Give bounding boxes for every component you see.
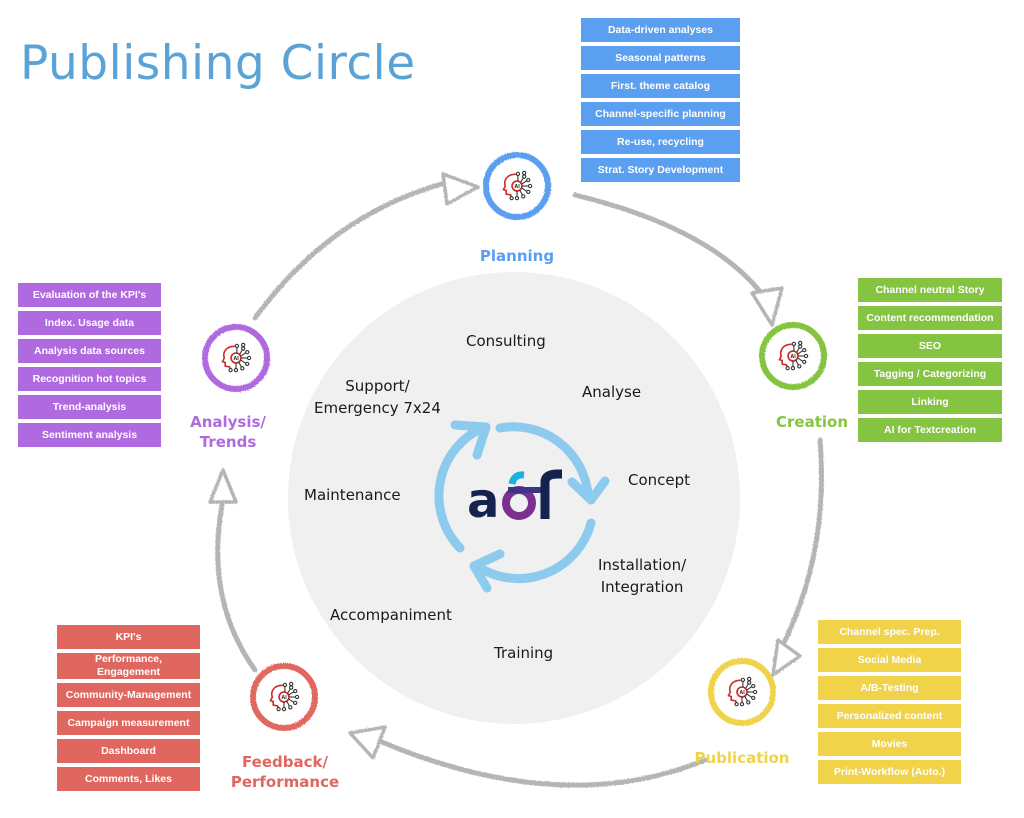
analysis-item: Trend-analysis [18,395,161,419]
feedback-label-line2: Performance [230,773,340,791]
cycle-ring [215,180,824,788]
publication-items: Channel spec. Prep. Social Media A/B-Tes… [818,620,961,784]
feedback-item: Campaign measurement [57,711,200,735]
creation-label: Creation [776,413,848,431]
ring-segment-planning-creation [572,192,773,308]
planning-item: Seasonal patterns [581,46,740,70]
service-analyse: Analyse [582,383,642,401]
publication-label: Publication [694,749,790,767]
creation-item: Tagging / Categorizing [858,362,1002,386]
feedback-item: Dashboard [57,739,200,763]
inner-arrowhead-left-icon [450,420,491,460]
analysis-label: Analysis/ Trends [178,412,278,452]
inner-services-disc [288,272,740,724]
a-and-f-logo: a [467,469,562,529]
arrowhead-to-creation-icon [750,286,784,327]
inner-cycle-arrows [434,420,610,593]
service-installation-line1: Installation/ [598,556,687,574]
ring-segment-feedback-analysis [215,502,258,673]
creation-item: SEO [858,334,1002,358]
ring-arrowheads [208,172,802,760]
planning-item: Data-driven analyses [581,18,740,42]
svg-text:a: a [467,473,499,529]
analysis-label-line2: Trends [199,433,257,451]
publication-item: A/B-Testing [818,676,961,700]
feedback-item: Comments, Likes [57,767,200,791]
analysis-item: Recognition hot topics [18,367,161,391]
inner-arrow-left [434,423,487,553]
service-support-line1: Support/ [345,377,410,395]
feedback-item: KPI's [57,625,200,649]
planning-items: Data-driven analyses Seasonal patterns F… [581,18,740,182]
analysis-item: Sentiment analysis [18,423,161,447]
feedback-label: Feedback/ Performance [222,752,348,792]
planning-item: First. theme catalog [581,74,740,98]
arrowhead-to-analysis-icon [208,468,238,504]
arrowhead-to-feedback-icon [348,725,387,760]
page-title: Publishing Circle [20,36,416,91]
publication-item: Print-Workflow (Auto.) [818,760,961,784]
creation-item: AI for Textcreation [858,418,1002,442]
creation-item: Linking [858,390,1002,414]
service-training: Training [494,644,554,662]
creation-item: Channel neutral Story [858,278,1002,302]
inner-arrowhead-bottom-icon [469,549,505,593]
analysis-item: Analysis data sources [18,339,161,363]
planning-label: Planning [479,247,555,265]
creation-item: Content recommendation [858,306,1002,330]
publication-item: Social Media [818,648,961,672]
inner-arrow-bottom [472,518,596,584]
analysis-item: Index. Usage data [18,311,161,335]
arrowhead-to-planning-icon [441,172,480,206]
planning-item: Re-use, recycling [581,130,740,154]
feedback-label-line1: Feedback/ [242,753,328,771]
inner-arrow-top-right [495,422,593,499]
service-installation-line2: Integration [600,578,684,596]
ring-segment-publication-feedback [367,734,708,788]
service-consulting: Consulting [466,332,546,350]
publication-item: Movies [818,732,961,756]
service-concept: Concept [628,471,691,489]
publication-item: Channel spec. Prep. [818,620,961,644]
feedback-item: Community-Management [57,683,200,707]
service-accompaniment: Accompaniment [330,606,452,624]
service-maintenance: Maintenance [304,486,401,504]
planning-item: Channel-specific planning [581,102,740,126]
planning-item: Strat. Story Development [581,158,740,182]
analysis-item: Evaluation of the KPI's [18,283,161,307]
service-installation: Installation/ Integration [598,554,686,598]
ring-segment-creation-publication [772,437,824,663]
service-support: Support/ Emergency 7x24 [314,375,441,419]
publication-item: Personalized content [818,704,961,728]
analysis-label-line1: Analysis/ [190,413,266,431]
feedback-items: KPI's Performance, Engagement Community-… [57,625,200,791]
analysis-items: Evaluation of the KPI's Index. Usage dat… [18,283,161,447]
feedback-item: Performance, Engagement [57,653,200,679]
creation-items: Channel neutral Story Content recommenda… [858,278,1002,442]
arrowhead-to-publication-icon [771,638,802,677]
ring-segment-analysis-planning [252,180,448,321]
service-support-line2: Emergency 7x24 [314,399,441,417]
inner-arrowhead-top-right-icon [567,476,610,505]
